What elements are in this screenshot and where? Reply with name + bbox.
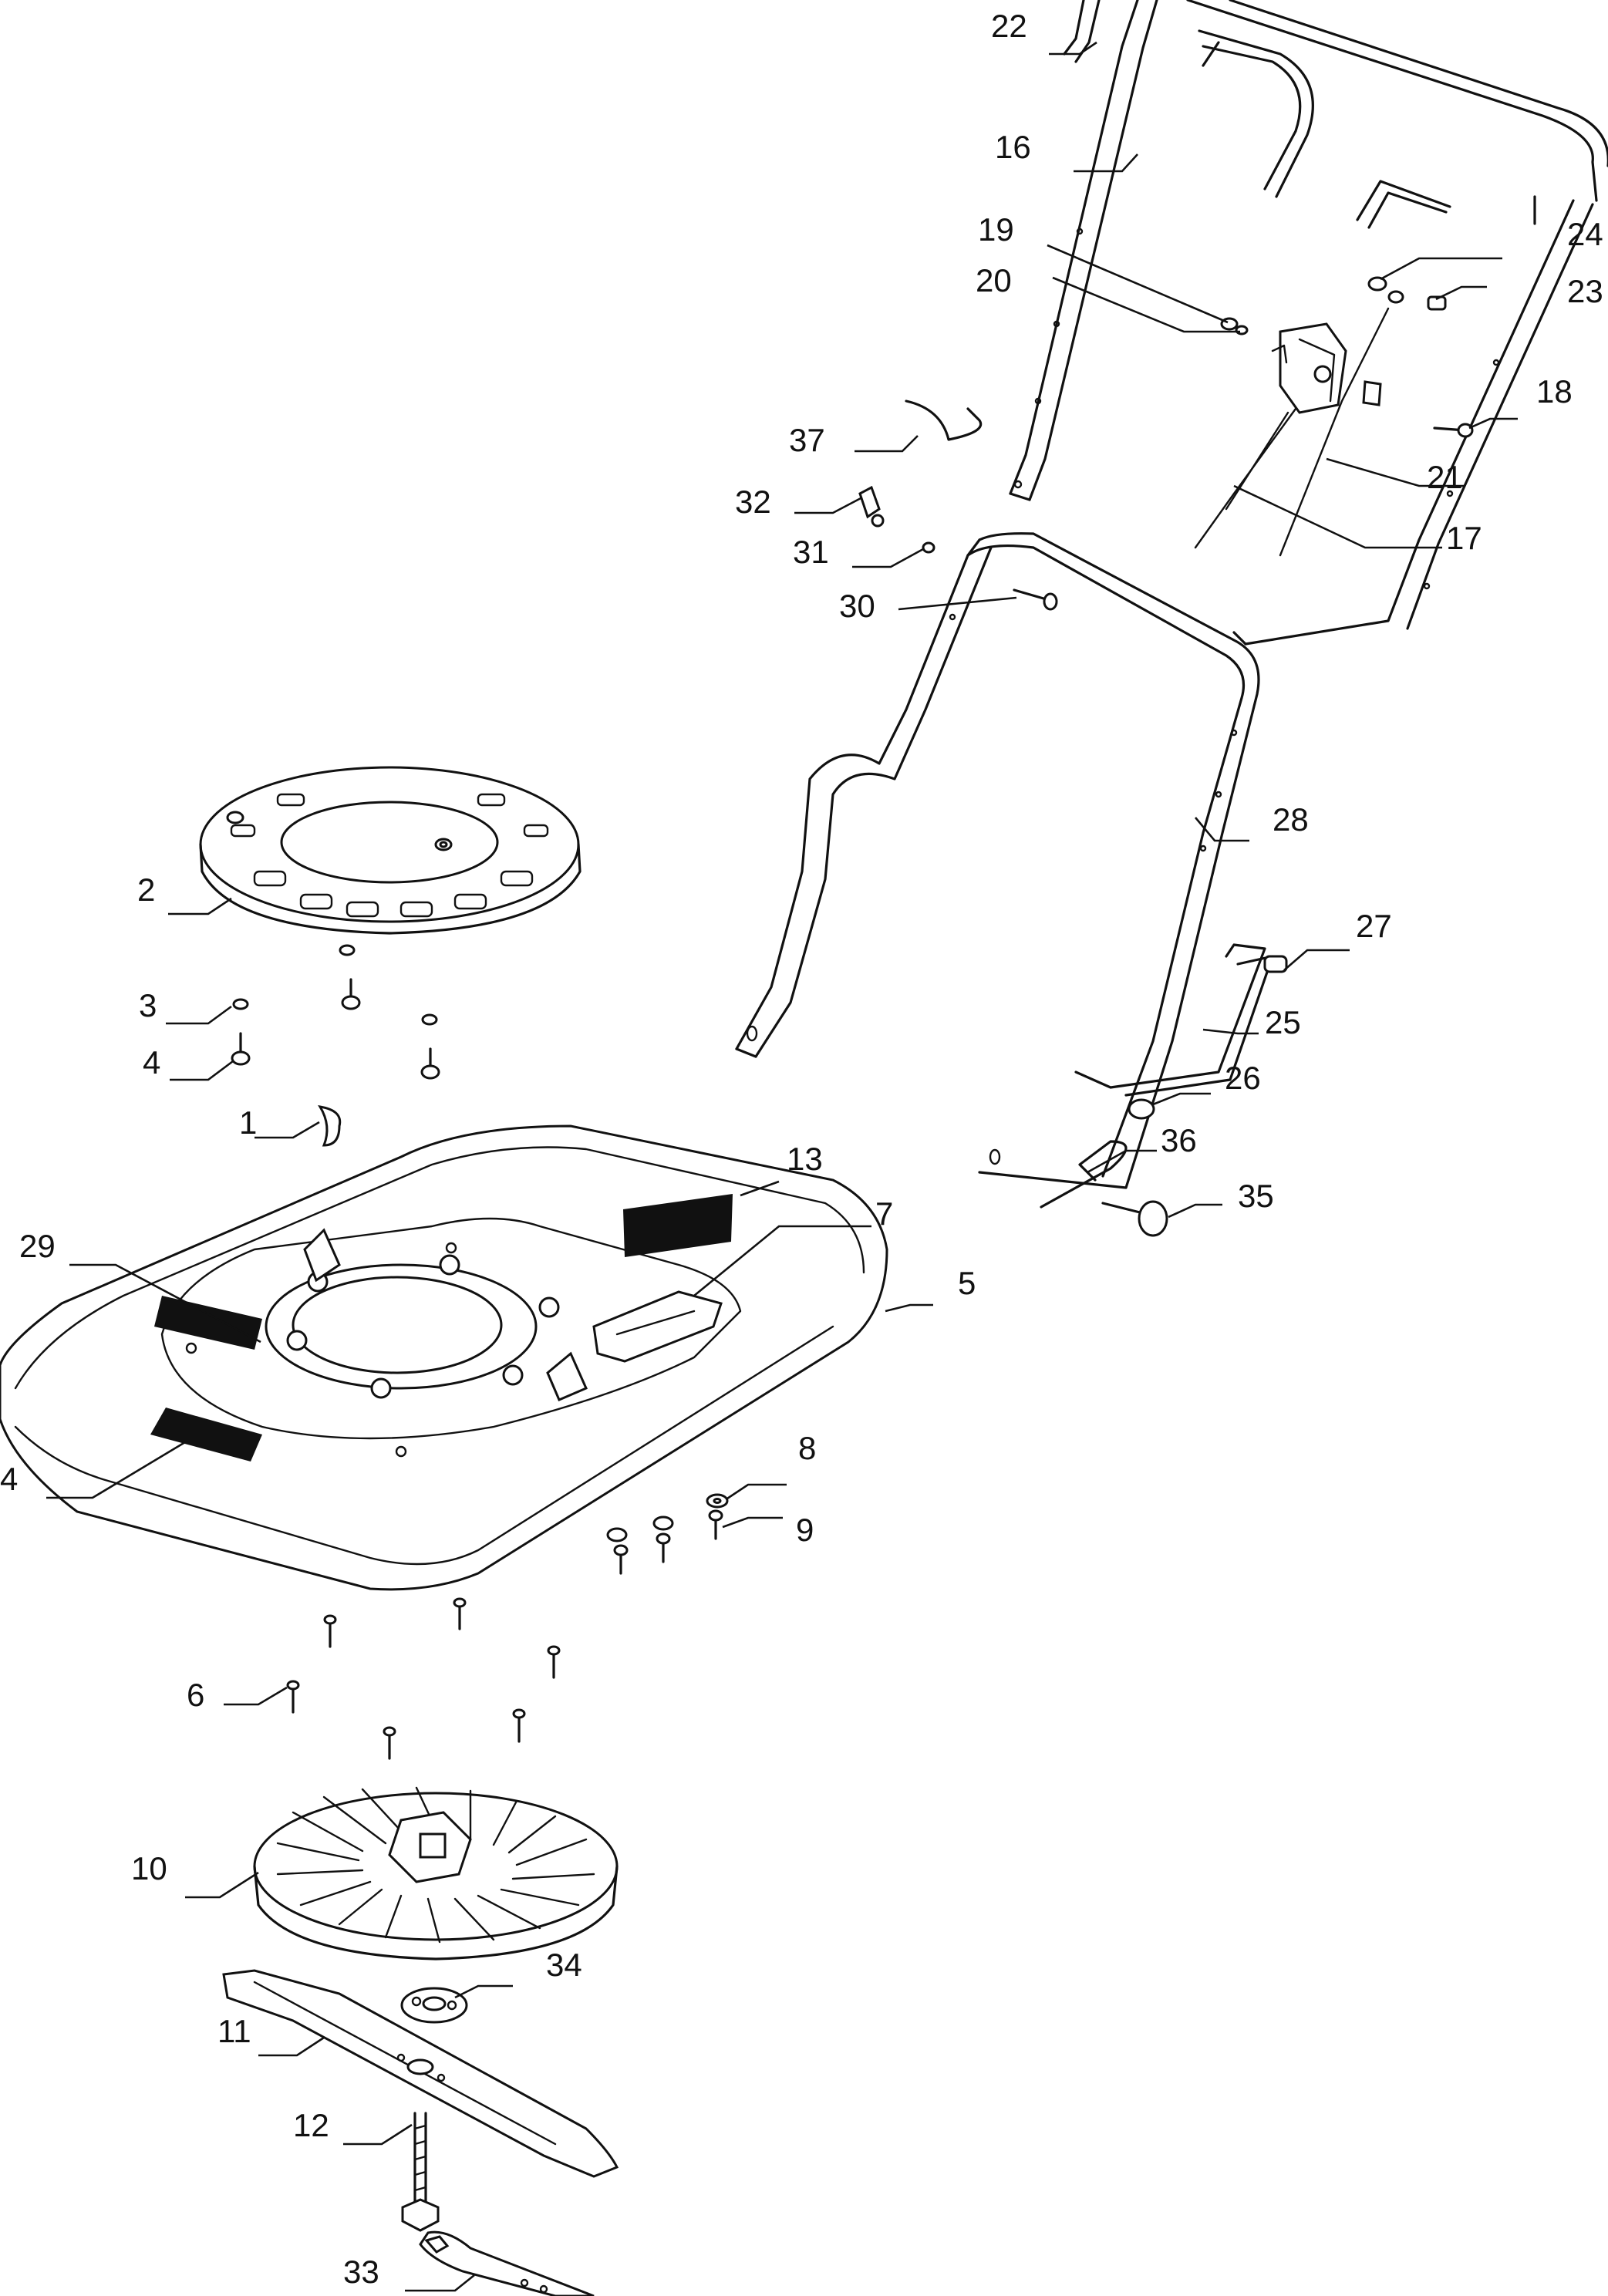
callout-28: 28 <box>1273 801 1309 838</box>
spacer-34 <box>400 1987 468 2024</box>
switch-box <box>1271 322 1382 414</box>
callout-22: 22 <box>991 8 1027 44</box>
callout-16: 16 <box>995 129 1031 165</box>
callout-1: 1 <box>239 1104 257 1141</box>
handle-hardware <box>1220 276 1474 438</box>
fan-impeller <box>253 1786 619 1961</box>
callout-5: 5 <box>958 1265 976 1301</box>
callout-25: 25 <box>1265 1004 1301 1040</box>
callout-13: 13 <box>787 1141 823 1177</box>
callout-34: 34 <box>546 1947 582 1983</box>
washer-31 <box>922 541 935 554</box>
cap-27 <box>1263 955 1288 973</box>
upper-handle <box>1009 0 1608 646</box>
callout-7: 7 <box>875 1195 893 1232</box>
callout-labels: 22 16 19 20 24 23 18 37 21 32 17 31 30 2… <box>0 8 1603 2290</box>
callout-31: 31 <box>793 534 829 570</box>
callout-21: 21 <box>1427 459 1463 495</box>
lower-handle <box>735 532 1260 1189</box>
decal-13 <box>623 1194 733 1257</box>
callout-18: 18 <box>1536 373 1573 410</box>
screws-upper <box>231 944 440 1080</box>
callout-19: 19 <box>978 211 1014 248</box>
callout-4-upper: 4 <box>143 1044 160 1081</box>
callout-20: 20 <box>976 262 1012 298</box>
callout-2: 2 <box>137 872 155 908</box>
callout-27: 27 <box>1356 908 1392 944</box>
pin-36 <box>1040 1140 1128 1209</box>
decal-29 <box>154 1296 262 1350</box>
spanner-33 <box>419 2230 595 2296</box>
callout-23: 23 <box>1567 273 1603 309</box>
callout-36: 36 <box>1161 1122 1197 1158</box>
callout-12: 12 <box>293 2107 329 2143</box>
clamp-32 <box>858 485 881 519</box>
callout-30: 30 <box>839 588 875 624</box>
part-1 <box>318 1104 342 1147</box>
callout-37: 37 <box>789 422 825 458</box>
callout-29: 29 <box>19 1228 56 1264</box>
callout-10: 10 <box>131 1850 167 1886</box>
callout-11: 11 <box>217 2013 251 2049</box>
blade <box>222 1969 619 2178</box>
callout-17: 17 <box>1446 520 1482 556</box>
callout-24: 24 <box>1567 216 1603 252</box>
mower-deck <box>0 1124 888 1591</box>
callout-6: 6 <box>187 1677 204 1713</box>
deck-screws <box>286 1493 729 1760</box>
callout-9: 9 <box>796 1512 814 1548</box>
bolt-30 <box>1013 588 1050 602</box>
cable-clip-37 <box>905 400 983 441</box>
motor-cover-ring <box>199 766 582 935</box>
callout-8: 8 <box>798 1430 816 1466</box>
cap-26 <box>1128 1098 1155 1120</box>
cable-21 <box>1279 307 1390 557</box>
blade-bolt <box>401 2112 440 2232</box>
leader-lines <box>46 41 1518 2292</box>
callout-3: 3 <box>139 987 157 1023</box>
callout-35: 35 <box>1238 1178 1274 1214</box>
rod-25 <box>1074 943 1266 1089</box>
callout-26: 26 <box>1225 1060 1261 1096</box>
decal-4 <box>150 1408 262 1462</box>
callout-32: 32 <box>735 484 771 520</box>
callout-33: 33 <box>343 2254 379 2290</box>
cable-17 <box>1194 407 1297 549</box>
callout-4-lower: 4 <box>0 1461 18 1497</box>
